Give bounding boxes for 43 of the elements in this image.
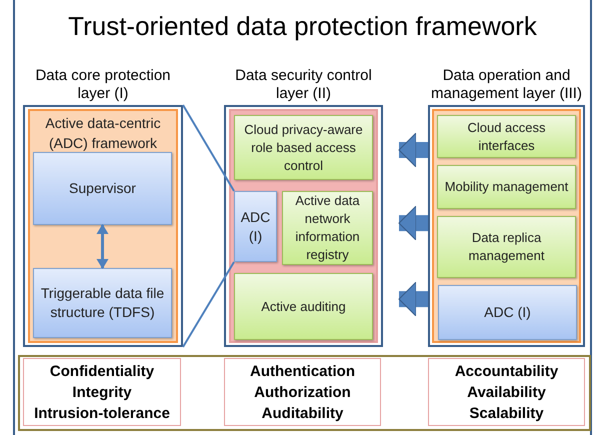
component-box (437, 115, 576, 158)
block-arrow (398, 206, 428, 241)
property-box (23, 358, 181, 426)
component-label: Intrusion-tolerance (33, 404, 171, 424)
connector-line (182, 104, 235, 192)
layer-heading: Data core protection layer (I) (34, 67, 172, 103)
component-box (438, 285, 577, 340)
component-label: Auditability (260, 404, 344, 424)
component-box (234, 191, 277, 262)
component-label: Supervisor (68, 179, 137, 198)
component-box (437, 165, 576, 209)
diagram-title: Trust-oriented data protection framework (67, 10, 538, 42)
component-label: Authorization (253, 382, 352, 402)
double-arrow (96, 224, 108, 269)
component-label: Scalability (468, 404, 545, 424)
component-label: Triggerable data file structure (TDFS) (40, 284, 166, 322)
component-label: Cloud access interfaces (466, 118, 547, 154)
block-arrow (398, 132, 428, 168)
component-label: Active data network information registry (294, 192, 361, 264)
layer-heading: Data operation and management layer (III) (430, 67, 583, 103)
component-label: Data replica management (468, 229, 546, 265)
property-box (428, 358, 585, 426)
component-label: Mobility management (444, 178, 568, 196)
properties-panel (18, 355, 591, 431)
layer-heading: Data security control layer (II) (234, 67, 373, 103)
panel-heading: Active data-centric (ADC) framework (44, 114, 162, 153)
component-label: Confidentiality (48, 362, 156, 382)
component-box (33, 268, 172, 338)
component-label: Active auditing (261, 298, 346, 316)
component-box (437, 216, 576, 278)
component-box (234, 115, 373, 180)
component-box (234, 273, 373, 340)
component-label: ADC (I) (240, 208, 272, 246)
component-label: Availability (466, 382, 547, 402)
component-box (282, 191, 373, 265)
component-label: Authentication (249, 362, 356, 382)
component-label: Accountability (454, 362, 560, 382)
component-label: ADC (I) (483, 303, 532, 322)
block-arrow (398, 282, 428, 317)
property-box (224, 358, 381, 426)
component-label: Integrity (71, 382, 133, 402)
component-box (33, 152, 172, 225)
component-label: Cloud privacy-aware role based access control (243, 120, 364, 174)
